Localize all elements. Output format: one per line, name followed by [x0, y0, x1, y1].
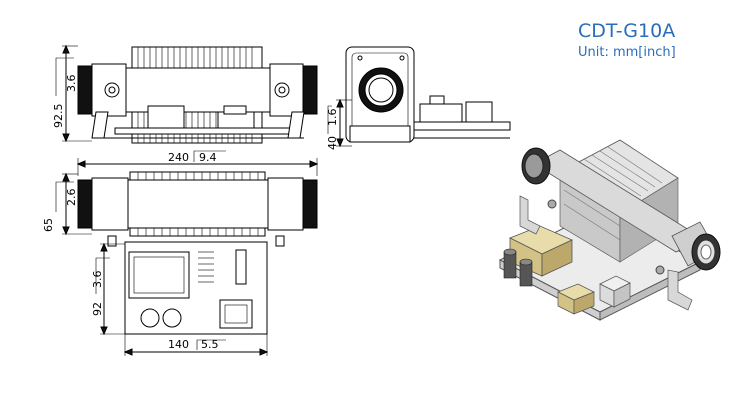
- front-height-mm: 92.5: [52, 104, 65, 129]
- front-height-dimension: 92.5 3.6: [52, 44, 92, 143]
- length-mm: 240: [168, 151, 189, 164]
- side-height-inch: 1.6: [326, 109, 339, 127]
- side-height-mm: 40: [326, 136, 339, 150]
- length-dimension: 240 9.4: [76, 150, 319, 176]
- side-view: 40 1.6: [326, 46, 511, 150]
- front-board: [91, 105, 305, 139]
- top-view: 65 2.6: [42, 171, 318, 247]
- board-width-inch: 5.5: [201, 338, 219, 351]
- board-height-inch: 3.6: [91, 271, 104, 289]
- front-flange-inch: 3.6: [65, 75, 78, 93]
- front-left-cap: [77, 63, 127, 117]
- title-block: CDT-G10A Unit: mm[inch]: [578, 20, 743, 62]
- board-height-mm: 92: [91, 302, 104, 316]
- product-3d-illustration: [498, 139, 721, 321]
- product-lamp-tube: [521, 147, 721, 275]
- model-name: CDT-G10A: [578, 20, 676, 42]
- top-height-inch: 2.6: [65, 189, 78, 207]
- length-inch: 9.4: [199, 151, 217, 164]
- side-height-dimension: 40 1.6: [326, 98, 352, 150]
- board-width-mm: 140: [168, 338, 189, 351]
- board-view: 92 3.6 140 5.5: [91, 241, 269, 356]
- board-width-dimension: 140 5.5: [123, 334, 269, 356]
- front-view: 92.5 3.6: [52, 44, 318, 144]
- unit-label: Unit: mm[inch]: [578, 45, 676, 60]
- board-height-dimension: 92 3.6: [91, 242, 125, 336]
- side-board: [413, 95, 511, 139]
- front-right-cap: [269, 63, 318, 117]
- top-height-dimension: 65 2.6: [42, 172, 92, 236]
- front-lamp-body: [91, 67, 303, 113]
- top-height-mm: 65: [42, 218, 55, 232]
